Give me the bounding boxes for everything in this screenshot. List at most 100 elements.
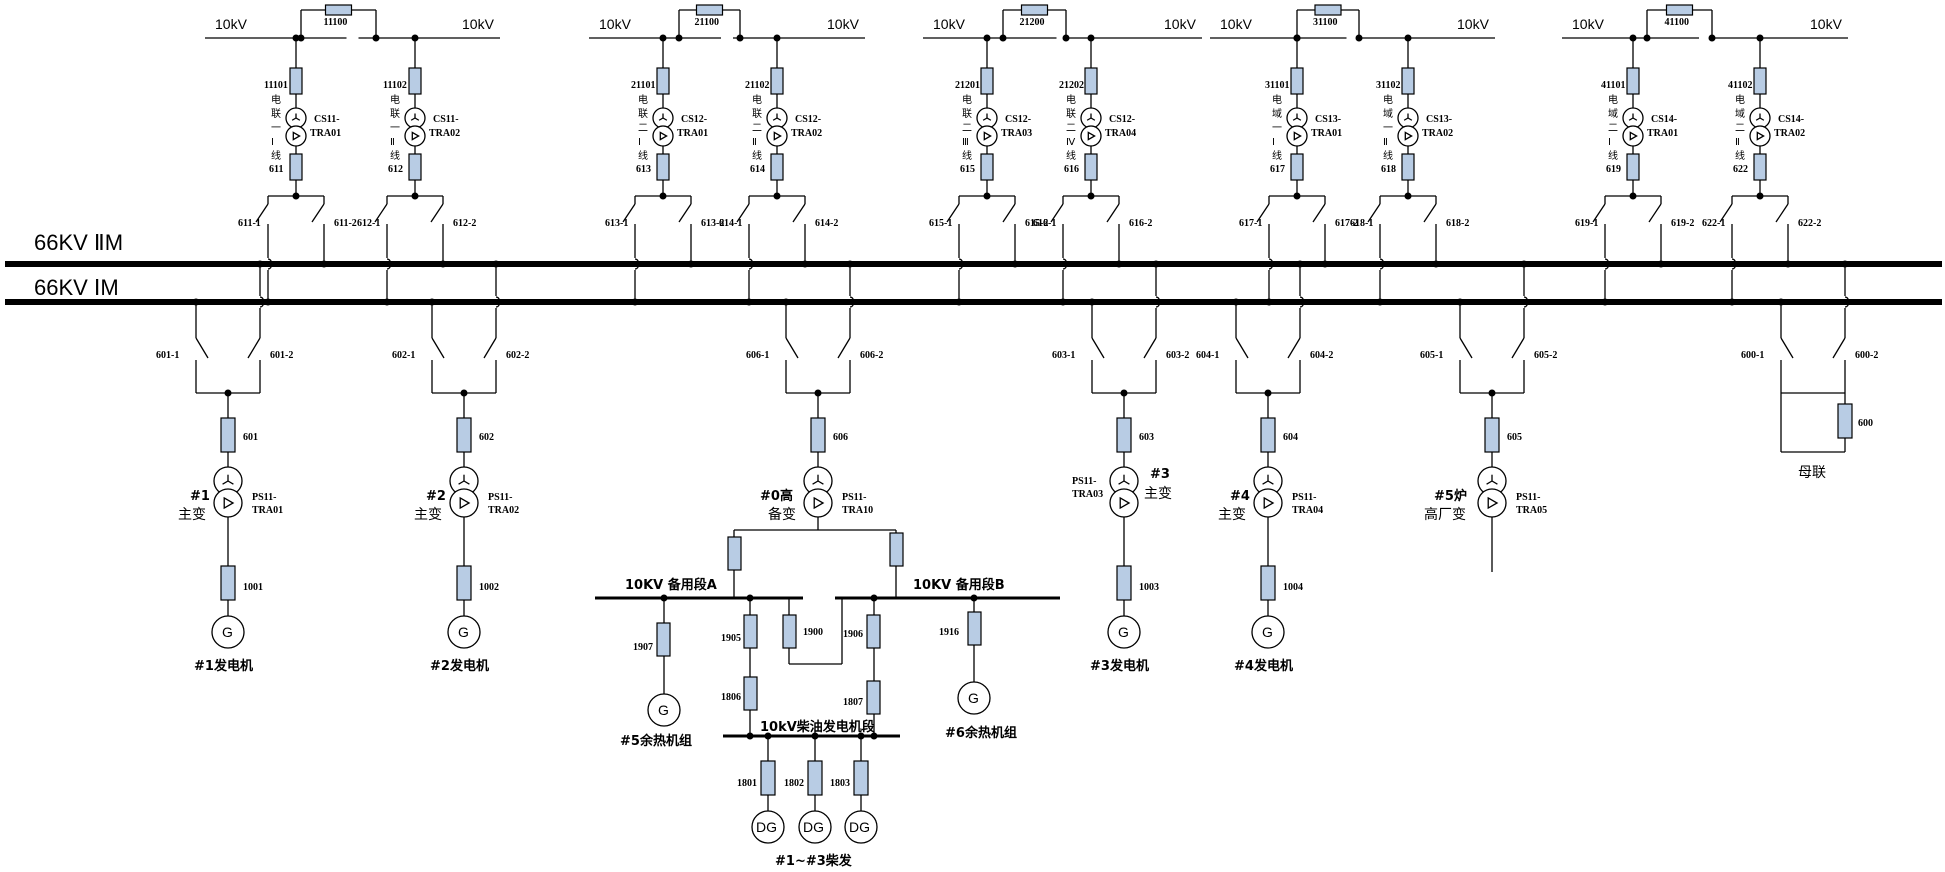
switch-blade	[785, 337, 799, 359]
wye-leg	[1403, 117, 1409, 121]
junction-dot	[439, 260, 447, 268]
feeder-name-char: 线	[962, 149, 972, 162]
tie-breaker-41100	[1665, 4, 1694, 16]
transformer-label: PS11-	[1516, 492, 1540, 503]
breaker-a	[727, 536, 742, 571]
feeder-name-char: 联	[638, 108, 648, 120]
breaker-label: 618	[1381, 164, 1396, 175]
junction-dot	[1657, 260, 1665, 268]
svg-text:1905: 1905	[721, 633, 741, 644]
crossover	[958, 258, 964, 270]
breaker-label: 612	[388, 164, 403, 175]
transformer-label: TRA01	[1311, 128, 1342, 139]
transformer-label: TRA02	[488, 505, 519, 516]
breaker-601	[220, 417, 236, 453]
switch-blade	[1050, 203, 1064, 223]
switch-blade	[1106, 203, 1120, 223]
breaker-label: 41101	[1601, 80, 1625, 91]
generator-6-label: #6余热机组	[945, 725, 1017, 741]
transformer-label: TRA05	[1516, 505, 1547, 516]
switch-label: 614-2	[815, 218, 838, 229]
junction-dot	[1265, 298, 1273, 306]
feeder-name-char: 联	[752, 108, 762, 120]
switch-label: 618-1	[1350, 218, 1373, 229]
switch-blade	[1367, 203, 1381, 223]
switch-label: 617-1	[1239, 218, 1262, 229]
feeder-name-char: 二	[1066, 123, 1076, 134]
wye-leg	[1755, 117, 1761, 121]
wye-leg	[776, 117, 782, 121]
feeder-name-char: 联	[962, 108, 972, 120]
junction-dot	[1115, 260, 1123, 268]
winding-delta	[1080, 125, 1102, 147]
transformer-label: TRA04	[1292, 505, 1323, 516]
wye-leg	[1267, 480, 1274, 485]
switch-blade	[1256, 203, 1270, 223]
crossover	[1731, 258, 1737, 270]
delta-triangle	[1119, 496, 1131, 510]
breaker-label: 601	[243, 432, 258, 443]
crossover	[1604, 258, 1610, 270]
standby-bus-b-label: 10KV 备用段B	[913, 577, 1005, 593]
wye-leg	[1491, 480, 1498, 485]
switch-blade	[1287, 337, 1301, 359]
diesel-bus-label: 10kV柴油发电机段	[760, 719, 875, 735]
feeder-name-char: 域	[1383, 107, 1393, 120]
generator-6	[957, 681, 991, 715]
breaker-21201	[980, 67, 994, 95]
feeder-name-char: 一	[1272, 123, 1282, 134]
tie-breaker-label: 41100	[1665, 17, 1689, 28]
delta-triangle	[411, 131, 420, 141]
breaker-1801	[760, 760, 776, 796]
tie-breaker-11100	[324, 4, 353, 16]
bus-10kv-left-label: 10kV	[215, 16, 248, 32]
feeder-name-char: 域	[1735, 107, 1745, 120]
winding-delta	[1477, 488, 1507, 518]
generator	[1107, 615, 1141, 649]
tie-breaker-label: 31100	[1313, 17, 1337, 28]
switch-label: 600-2	[1855, 350, 1878, 361]
switch-blade	[1002, 203, 1016, 223]
delta-triangle	[1404, 131, 1413, 141]
switch-label: 618-2	[1446, 218, 1469, 229]
switch-label: 615-1	[929, 218, 952, 229]
winding-delta	[1109, 488, 1139, 518]
junction-dot	[1728, 298, 1736, 306]
breaker-31102	[1401, 67, 1415, 95]
svg-text:1806: 1806	[721, 692, 741, 703]
wye-leg	[772, 117, 778, 121]
crossover	[1155, 296, 1161, 308]
transformer-CS12-TRA02	[766, 107, 788, 147]
breaker-label: 604	[1283, 432, 1298, 443]
feeder-name-char: 线	[752, 149, 762, 162]
breaker-11101	[289, 67, 303, 95]
generator-symbol: G	[1118, 624, 1129, 640]
delta-triangle	[1756, 131, 1765, 141]
bus-10kv-left-label: 10kV	[1220, 16, 1253, 32]
breaker-1003	[1116, 565, 1132, 601]
generator-label: #4发电机	[1234, 658, 1293, 674]
feeder-name-char: 二	[962, 123, 972, 134]
transformer-PS11-TRA03	[1109, 466, 1139, 518]
delta-triangle	[1487, 496, 1499, 510]
breaker-label: 31102	[1376, 80, 1400, 91]
transformer-label: TRA02	[1422, 128, 1453, 139]
wye-leg	[662, 117, 668, 121]
svg-text:1907: 1907	[633, 642, 653, 653]
junction-dot	[1432, 260, 1440, 268]
breaker-label: 11102	[383, 80, 407, 91]
breaker-label: 41102	[1728, 80, 1752, 91]
junction-dot	[687, 260, 695, 268]
wye-leg	[414, 117, 420, 121]
breaker-1807	[866, 680, 881, 715]
wye-leg	[1628, 117, 1634, 121]
generator-symbol: G	[222, 624, 233, 640]
switch-label: 604-2	[1310, 350, 1333, 361]
switch-blade	[1459, 337, 1473, 359]
